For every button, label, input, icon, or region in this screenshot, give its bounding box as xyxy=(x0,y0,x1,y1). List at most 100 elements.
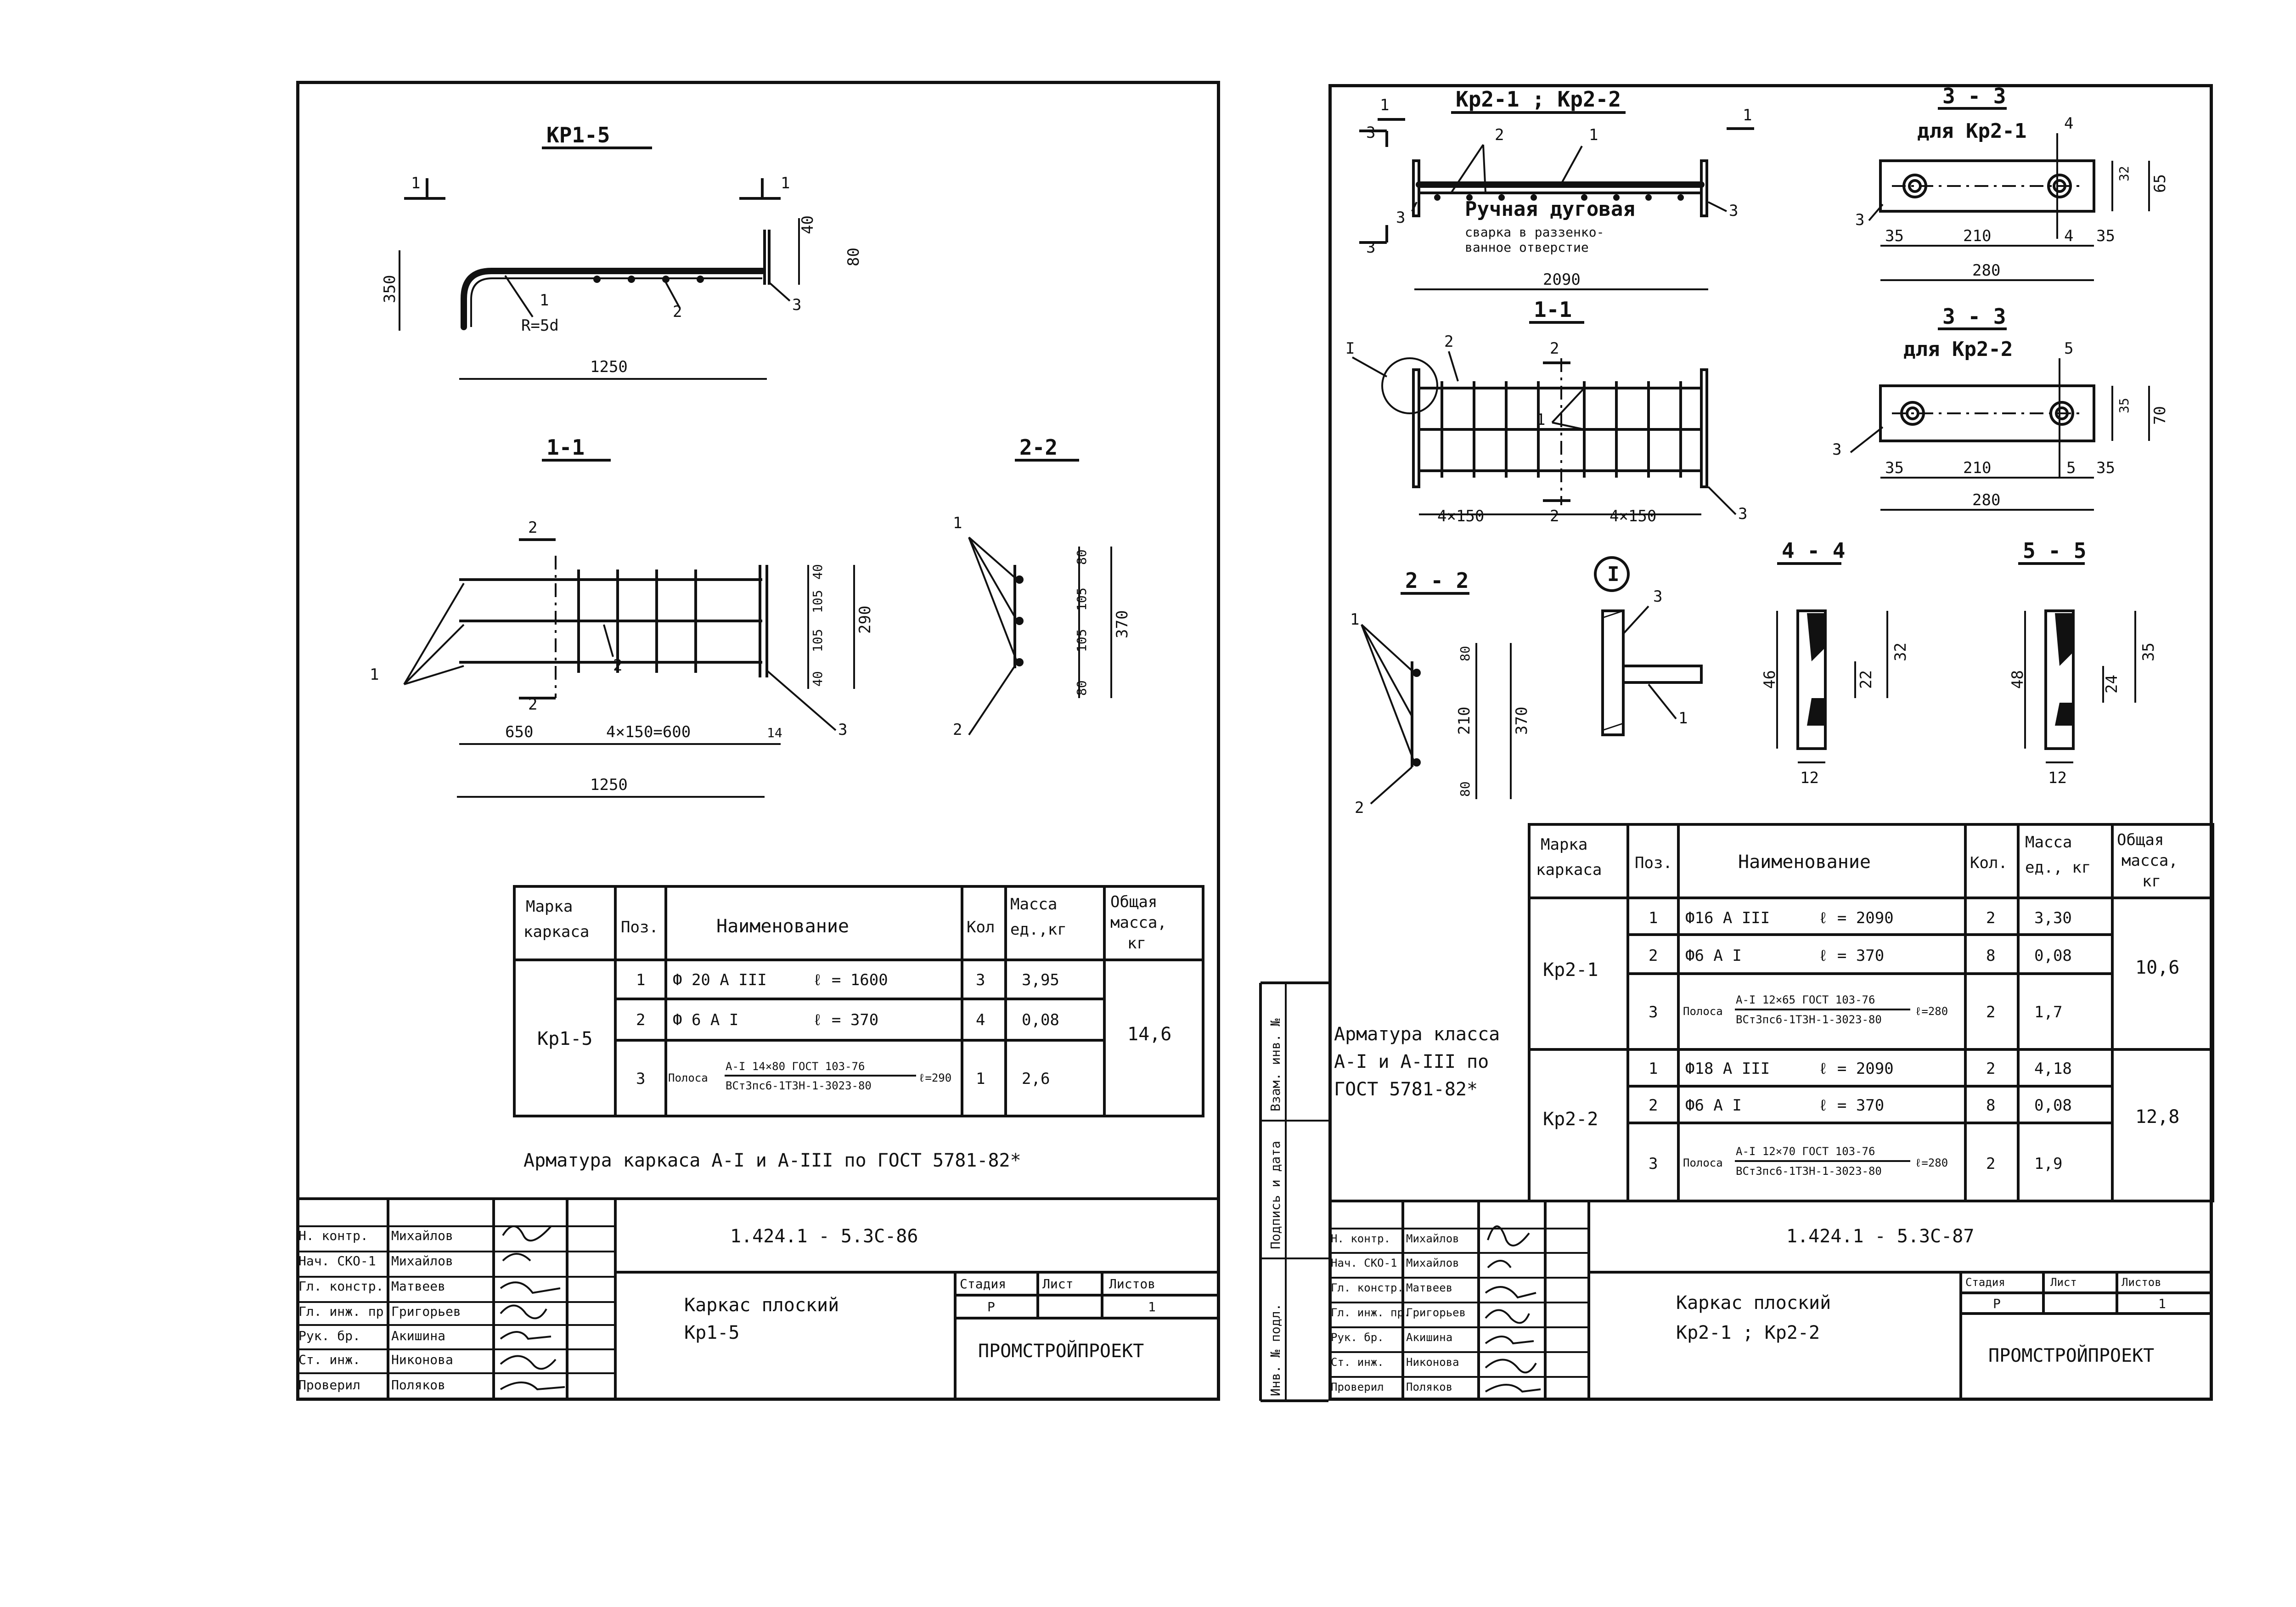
drawing-label: 12,8 xyxy=(2135,1106,2179,1128)
dim-80: 80 xyxy=(844,248,863,266)
drawing-label: 3 xyxy=(1855,211,1864,229)
drawing-label: для Кр2-2 xyxy=(1903,338,2013,361)
drawing-label: ℓ = 2090 xyxy=(1818,909,1894,927)
drawing-line xyxy=(1448,351,1459,382)
drawing-label: Григорьев xyxy=(1406,1306,1466,1319)
drawing-label: 8 xyxy=(1986,1096,1995,1115)
dim-1250-b: 1250 xyxy=(590,776,628,794)
drawing-label: для Кр2-1 xyxy=(1917,119,2026,143)
total-mass: 14,6 xyxy=(1127,1024,1171,1045)
th-mark-2: каркаса xyxy=(523,923,589,941)
drawing-label: Гл. констр. xyxy=(1331,1281,1404,1294)
drawing-label: Проверил xyxy=(298,1377,360,1393)
drawing-label: 12 xyxy=(1800,769,1819,787)
drawing-label: 4 xyxy=(976,1011,985,1029)
drawing-label: 2 xyxy=(1986,1155,1995,1173)
drawing-label: Подпись и дата xyxy=(1268,1141,1283,1249)
drawing-label: 35 xyxy=(2139,643,2158,661)
drawing-line xyxy=(1602,722,1624,731)
drawing-label: 32 xyxy=(1891,643,1910,661)
doc-title-right-2: Кр2-1 ; Кр2-2 xyxy=(1676,1322,1820,1343)
drawing-label: 2 - 2 xyxy=(1405,568,1469,593)
leader-line xyxy=(603,624,614,657)
drawing-label: Никонова xyxy=(1406,1356,1459,1369)
drawing-label: 1 xyxy=(976,1070,985,1088)
stirrup-dot xyxy=(628,276,635,283)
drawing-label: 280 xyxy=(1972,261,2000,280)
leader-line xyxy=(404,665,464,685)
view-title-kp2: Кр2-1 ; Кр2-2 xyxy=(1456,87,1621,112)
drawing-label: 3 xyxy=(1649,1003,1658,1021)
rebar-pos1-lower xyxy=(470,277,762,327)
drawing-label: Рук. бр. xyxy=(298,1328,360,1343)
drawing-line xyxy=(1412,669,1421,677)
drawing-label: Стадия xyxy=(1965,1276,2005,1289)
drawing-label: 32 xyxy=(2116,166,2132,181)
drawing-label: ℓ = 1600 xyxy=(813,971,888,989)
th-mass: Масса xyxy=(1010,895,1057,913)
drawing-label: 3 xyxy=(1396,209,1405,227)
leader-line xyxy=(403,582,465,685)
section-mark-label: 1 xyxy=(781,174,790,192)
mark-kp1-5: Кр1-5 xyxy=(537,1028,592,1049)
pos-3-label: 3 xyxy=(792,296,801,314)
drawing-line xyxy=(1361,624,1415,674)
drawing-line xyxy=(1411,202,1418,212)
drawing-label: Поз. xyxy=(1635,854,1672,872)
drawing-label: ВСт3пс6-1Т3Н-1-3023-80 xyxy=(1736,1013,1882,1026)
dim-40: 40 xyxy=(810,671,825,687)
dim-40: 40 xyxy=(810,564,825,580)
drawing-label: 35 xyxy=(1885,459,1904,477)
dim-370: 370 xyxy=(1113,610,1131,638)
drawing-label: 1 xyxy=(1649,909,1658,927)
leader-line xyxy=(968,665,1016,736)
drawing-label: 210 xyxy=(1963,459,1991,477)
leader-line xyxy=(665,282,681,308)
radius-label: R=5d xyxy=(521,316,559,335)
drawing-label: 3,30 xyxy=(2034,909,2072,927)
drawing-label: 1 xyxy=(636,971,645,989)
drawing-line xyxy=(1807,613,1825,661)
drawing-label: Михайлов xyxy=(1406,1232,1459,1245)
drawing-line xyxy=(1381,357,1438,414)
drawing-label: 2 xyxy=(1550,339,1559,358)
leader-line xyxy=(968,537,1018,621)
drawing-label: масса, xyxy=(2122,851,2178,870)
drawing-label: Нач. СКО-1 xyxy=(1331,1257,1397,1269)
drawing-label: I xyxy=(1345,339,1355,358)
note-right: Арматура класса xyxy=(1334,1024,1500,1045)
drawing-line xyxy=(1482,144,1486,193)
dim-4x150: 4×150=600 xyxy=(606,723,691,741)
drawing-line xyxy=(2044,609,2075,750)
drawing-label: Взам. инв. № xyxy=(1268,1019,1283,1111)
drawing-line xyxy=(1807,698,1825,726)
drawing-label: 3 xyxy=(1738,505,1747,523)
pos-1-label: 1 xyxy=(953,514,962,532)
drawing-label: ℓ = 2090 xyxy=(1818,1060,1894,1078)
dim-105: 105 xyxy=(810,590,825,613)
drawing-label: Р xyxy=(1993,1296,2001,1311)
leader-line xyxy=(504,275,534,318)
drawing-label: 370 xyxy=(1513,707,1531,735)
drawing-label: 1 xyxy=(2158,1296,2166,1311)
drawing-label: Лист xyxy=(1042,1276,1073,1291)
org-left: ПРОМСТРОЙПРОЕКТ xyxy=(978,1340,1144,1362)
drawing-label: 3 xyxy=(976,971,985,989)
leader-line xyxy=(766,670,837,731)
drawing-label: 24 xyxy=(2103,675,2121,694)
dim-105: 105 xyxy=(810,629,825,652)
drawing-label: 10,6 xyxy=(2135,957,2179,978)
dim-290: 290 xyxy=(856,606,874,634)
drawing-label: 210 xyxy=(1455,707,1474,735)
org-right: ПРОМСТРОЙПРОЕКТ xyxy=(1988,1344,2154,1366)
leader-line xyxy=(768,282,791,302)
drawing-label: Наименование xyxy=(1738,851,1871,873)
drawing-label: Масса xyxy=(2025,833,2072,851)
th-total-3: кг xyxy=(1127,934,1146,953)
drawing-label: Кр2-1 xyxy=(1543,959,1598,981)
drawing-label: А-I и А-III по xyxy=(1334,1051,1489,1072)
drawing-label: Нач. СКО-1 xyxy=(298,1253,376,1269)
drawing-label: Полоса xyxy=(1683,1005,1723,1018)
